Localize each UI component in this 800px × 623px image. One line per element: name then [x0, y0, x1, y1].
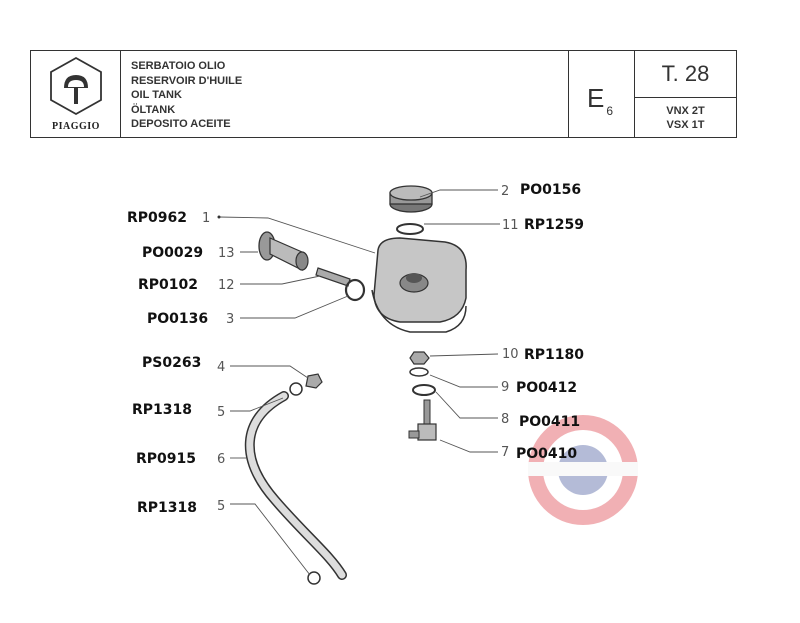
part-labels: RP0962 1 PO0029 13 RP0102 12 PO0136 3 PS…	[127, 182, 584, 516]
leader-dot	[217, 215, 221, 219]
part-code-8: PO0411	[519, 414, 580, 430]
part-code-1: RP0962	[127, 210, 187, 226]
part-ref-11: 11	[502, 218, 519, 233]
title-list: SERBATOIO OLIO RESERVOIR D'HUILE OIL TAN…	[131, 59, 242, 132]
filler-cap	[389, 185, 433, 213]
oil-tank	[371, 237, 467, 333]
part-code-11: RP1259	[524, 217, 584, 233]
leader-lines	[218, 189, 500, 576]
o-ring	[344, 278, 366, 302]
part-ref-4: 4	[217, 360, 225, 375]
part-ref-8: 8	[501, 412, 509, 427]
part-code-4: PS0263	[142, 355, 201, 371]
washer-8	[412, 384, 436, 396]
part-ref-13: 13	[218, 246, 235, 261]
hose-clip-upper	[289, 382, 303, 396]
part-code-5a: RP1318	[132, 402, 192, 418]
group-letter: E	[587, 83, 605, 113]
spring-nut	[305, 373, 323, 389]
tap-rod	[315, 267, 351, 287]
oil-hose	[244, 391, 347, 580]
model-2: VSX 1T	[666, 119, 705, 131]
part-code-10: RP1180	[524, 347, 584, 363]
part-code-13: PO0029	[142, 245, 203, 261]
part-ref-5b: 5	[217, 499, 225, 514]
part-ref-9: 9	[501, 380, 509, 395]
model-list: VNX 2T VSX 1T	[635, 104, 736, 132]
title-block: PIAGGIO SERBATOIO OLIO RESERVOIR D'HUILE…	[30, 50, 737, 138]
part-ref-6: 6	[217, 452, 225, 467]
part-code-12: RP0102	[138, 277, 198, 293]
title-it: SERBATOIO OLIO	[131, 60, 226, 72]
nut	[409, 351, 430, 365]
title-en: OIL TANK	[131, 89, 182, 102]
hose-clip-lower	[307, 571, 321, 585]
titles-cell: SERBATOIO OLIO RESERVOIR D'HUILE OIL TAN…	[121, 51, 569, 137]
washer-9	[409, 367, 429, 377]
drain-valve	[408, 399, 437, 441]
part-code-2: PO0156	[520, 182, 581, 198]
part-ref-2: 2	[501, 184, 509, 199]
table-number: T. 28	[661, 61, 710, 86]
part-ref-12: 12	[218, 278, 235, 293]
cap-gasket	[396, 223, 424, 235]
part-code-3: PO0136	[147, 311, 208, 327]
model-1: VNX 2T	[666, 105, 705, 117]
title-es: DEPOSITO ACEITE	[131, 118, 231, 131]
part-ref-1: 1	[202, 211, 210, 226]
watermark-roundel	[528, 415, 638, 525]
part-ref-3: 3	[226, 312, 234, 327]
part-ref-7: 7	[501, 445, 509, 460]
part-code-5b: RP1318	[137, 500, 197, 516]
logo-cell: PIAGGIO	[31, 51, 121, 137]
part-ref-5a: 5	[217, 405, 225, 420]
table-divider	[635, 97, 736, 98]
tap-knob	[258, 231, 309, 271]
part-code-6: RP0915	[136, 451, 196, 467]
part-ref-10: 10	[502, 347, 519, 362]
part-code-9: PO0412	[516, 380, 577, 396]
title-fr: RESERVOIR D'HUILE	[131, 74, 243, 87]
piaggio-logo	[50, 56, 102, 116]
brand-name: PIAGGIO	[52, 121, 100, 132]
group-sub: 6	[606, 104, 614, 118]
title-de: ÖLTANK	[131, 103, 176, 116]
part-code-7: PO0410	[516, 446, 577, 462]
table-cell: T. 28 VNX 2T VSX 1T	[635, 51, 736, 137]
